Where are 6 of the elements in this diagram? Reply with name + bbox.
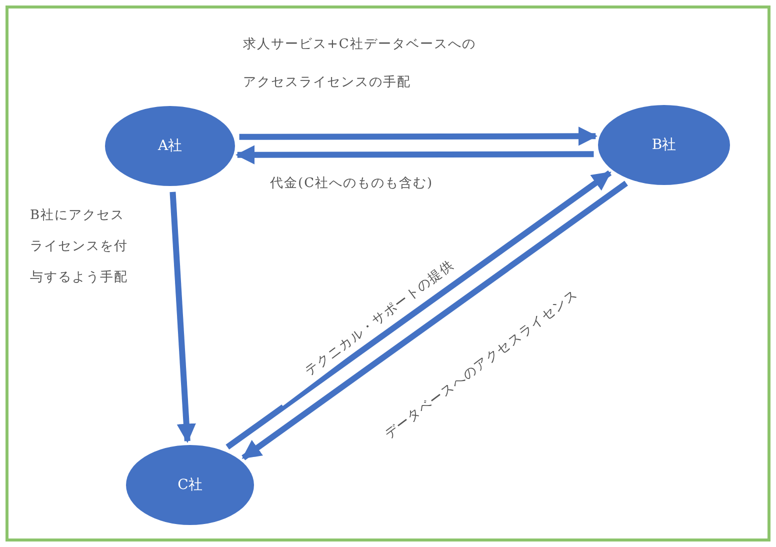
company-name: A社 <box>158 137 182 155</box>
company-name: C社 <box>178 476 202 494</box>
arrow <box>235 145 594 164</box>
company-name: B社 <box>652 136 676 154</box>
arrow <box>239 126 598 146</box>
arrow <box>170 192 196 443</box>
